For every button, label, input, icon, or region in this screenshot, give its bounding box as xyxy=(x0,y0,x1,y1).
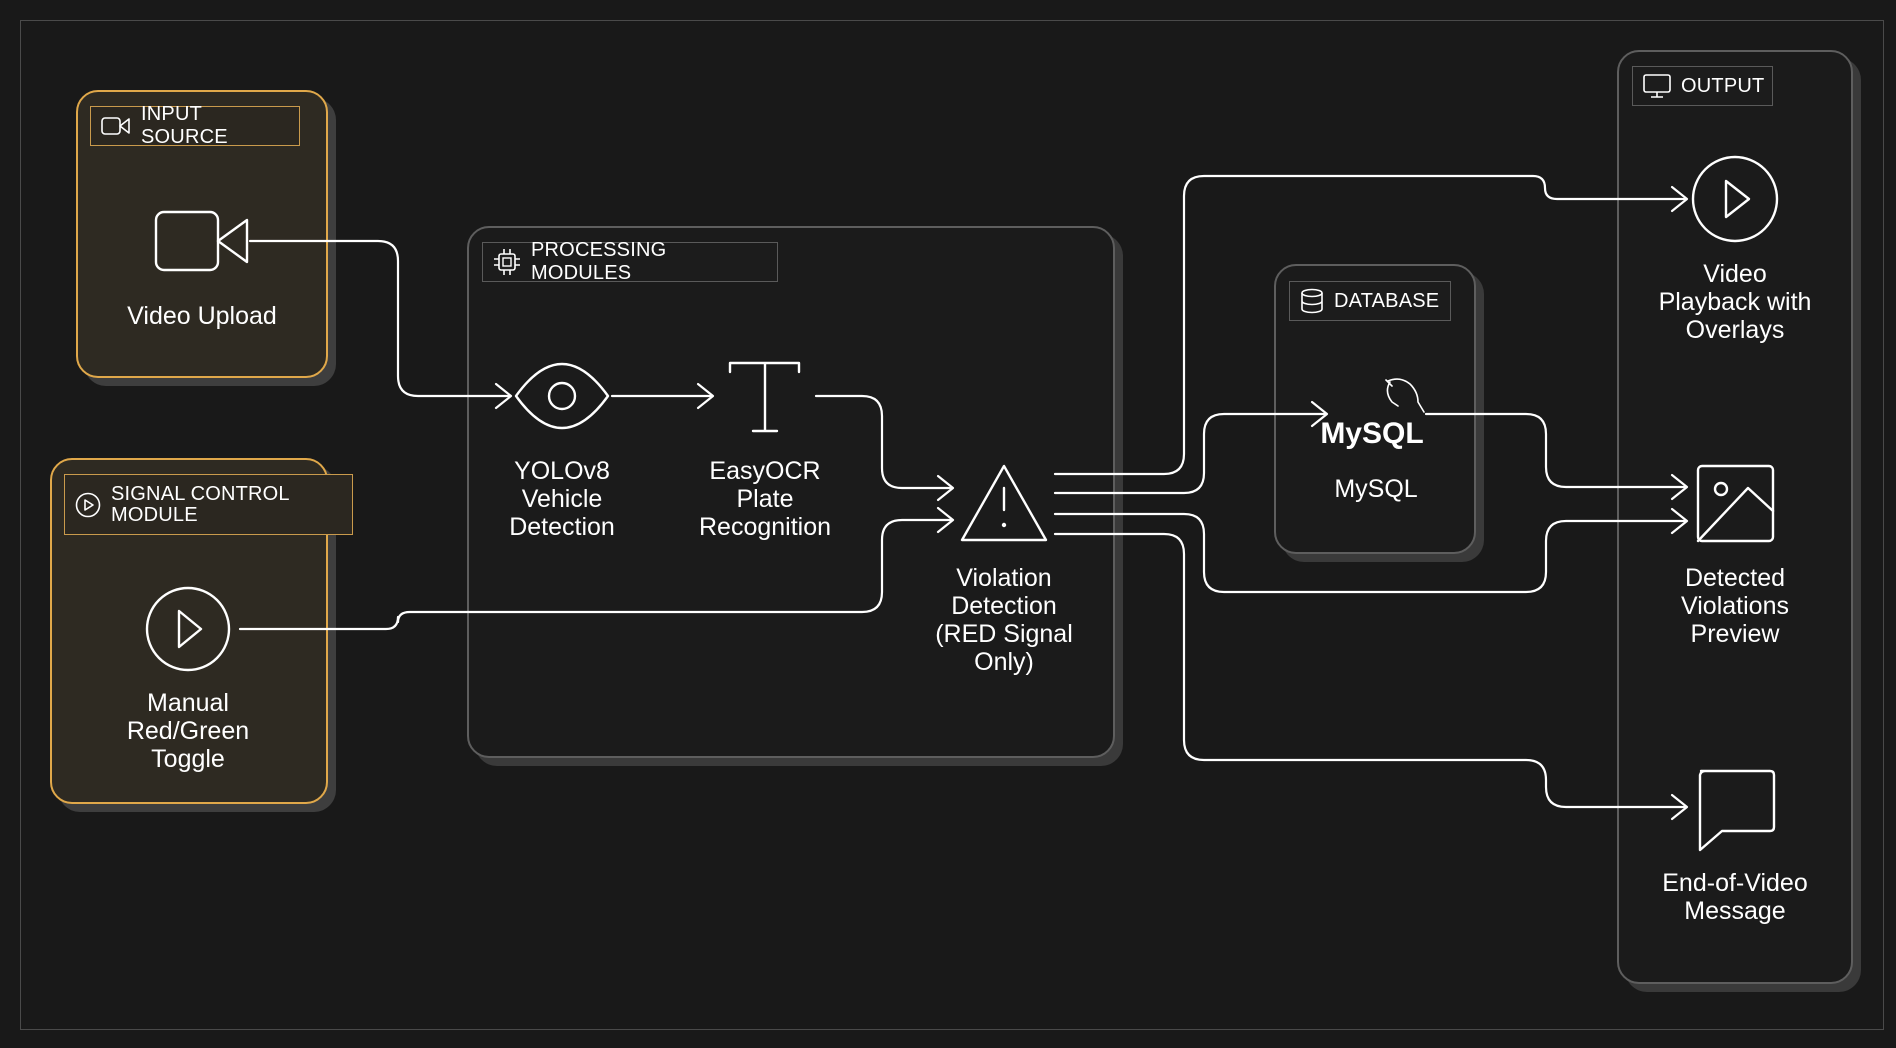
edge-toggle-to-violation xyxy=(238,518,954,631)
arrowhead xyxy=(936,506,955,534)
edge-violation-to-preview xyxy=(1053,512,1688,594)
arrowhead xyxy=(1670,185,1689,213)
input-source-tag-label: INPUT SOURCE xyxy=(141,103,228,148)
arrowhead xyxy=(936,474,955,502)
output-tag-label: OUTPUT xyxy=(1681,74,1765,97)
output-tag: OUTPUT xyxy=(1632,66,1773,106)
arrowhead xyxy=(494,382,513,410)
edge-violation-to-message xyxy=(1053,532,1688,809)
database-icon xyxy=(1301,288,1323,314)
edge-ocr-to-violation xyxy=(814,394,954,490)
video-upload-label: Video Upload xyxy=(127,302,277,330)
video-camera-icon xyxy=(101,117,130,135)
mysql-label: MySQL xyxy=(1334,475,1418,503)
processing-modules-group xyxy=(467,226,1115,758)
video-playback-label: Video Playback with Overlays xyxy=(1658,260,1812,344)
violation-detection-label: Violation Detection (RED Signal Only) xyxy=(935,564,1073,676)
yolo-detection-label: YOLOv8 Vehicle Detection xyxy=(509,457,615,541)
signal-control-tag-label: SIGNAL CONTROL MODULE xyxy=(111,482,290,526)
detected-violations-label: Detected Violations Preview xyxy=(1681,564,1789,648)
play-circle-icon xyxy=(145,586,231,672)
edge-mysql-to-preview xyxy=(1424,412,1688,489)
output-group xyxy=(1617,50,1853,984)
diagram-frame xyxy=(20,20,1884,1030)
arrowhead xyxy=(1310,400,1329,428)
play-circle-icon xyxy=(1691,155,1779,243)
mysql-dolphin-logo xyxy=(1385,378,1425,413)
database-tag-label: DATABASE xyxy=(1334,289,1440,312)
processing-modules-tag-label: PROCESSING MODULES xyxy=(531,239,667,284)
monitor-icon xyxy=(1643,74,1671,98)
arrowhead xyxy=(1670,473,1689,501)
end-of-video-label: End-of-Video Message xyxy=(1662,869,1808,925)
edge-violation-to-mysql xyxy=(1053,412,1328,495)
edge-upload-to-yolo xyxy=(248,239,512,398)
image-icon xyxy=(1696,464,1775,543)
edge-violation-to-playback xyxy=(1053,174,1688,476)
processing-modules-tag: PROCESSING MODULES xyxy=(482,239,778,284)
mysql-logo-text: MySQL xyxy=(1320,417,1423,450)
arrowhead xyxy=(1670,793,1689,821)
arrowhead xyxy=(1670,507,1689,535)
video-camera-icon xyxy=(154,210,249,272)
cpu-chip-icon xyxy=(494,249,520,275)
warning-triangle-icon xyxy=(960,464,1048,542)
eye-icon xyxy=(514,362,610,430)
arrowhead xyxy=(696,382,715,410)
signal-control-tag: SIGNAL CONTROL MODULE xyxy=(64,474,353,535)
easyocr-label: EasyOCR Plate Recognition xyxy=(698,457,832,541)
play-circle-icon xyxy=(75,492,101,517)
manual-toggle-label: Manual Red/Green Toggle xyxy=(126,689,250,773)
input-source-tag: INPUT SOURCE xyxy=(90,103,300,148)
speech-bubble-icon xyxy=(1698,769,1776,852)
text-t-icon xyxy=(728,361,801,433)
database-tag: DATABASE xyxy=(1289,281,1451,321)
